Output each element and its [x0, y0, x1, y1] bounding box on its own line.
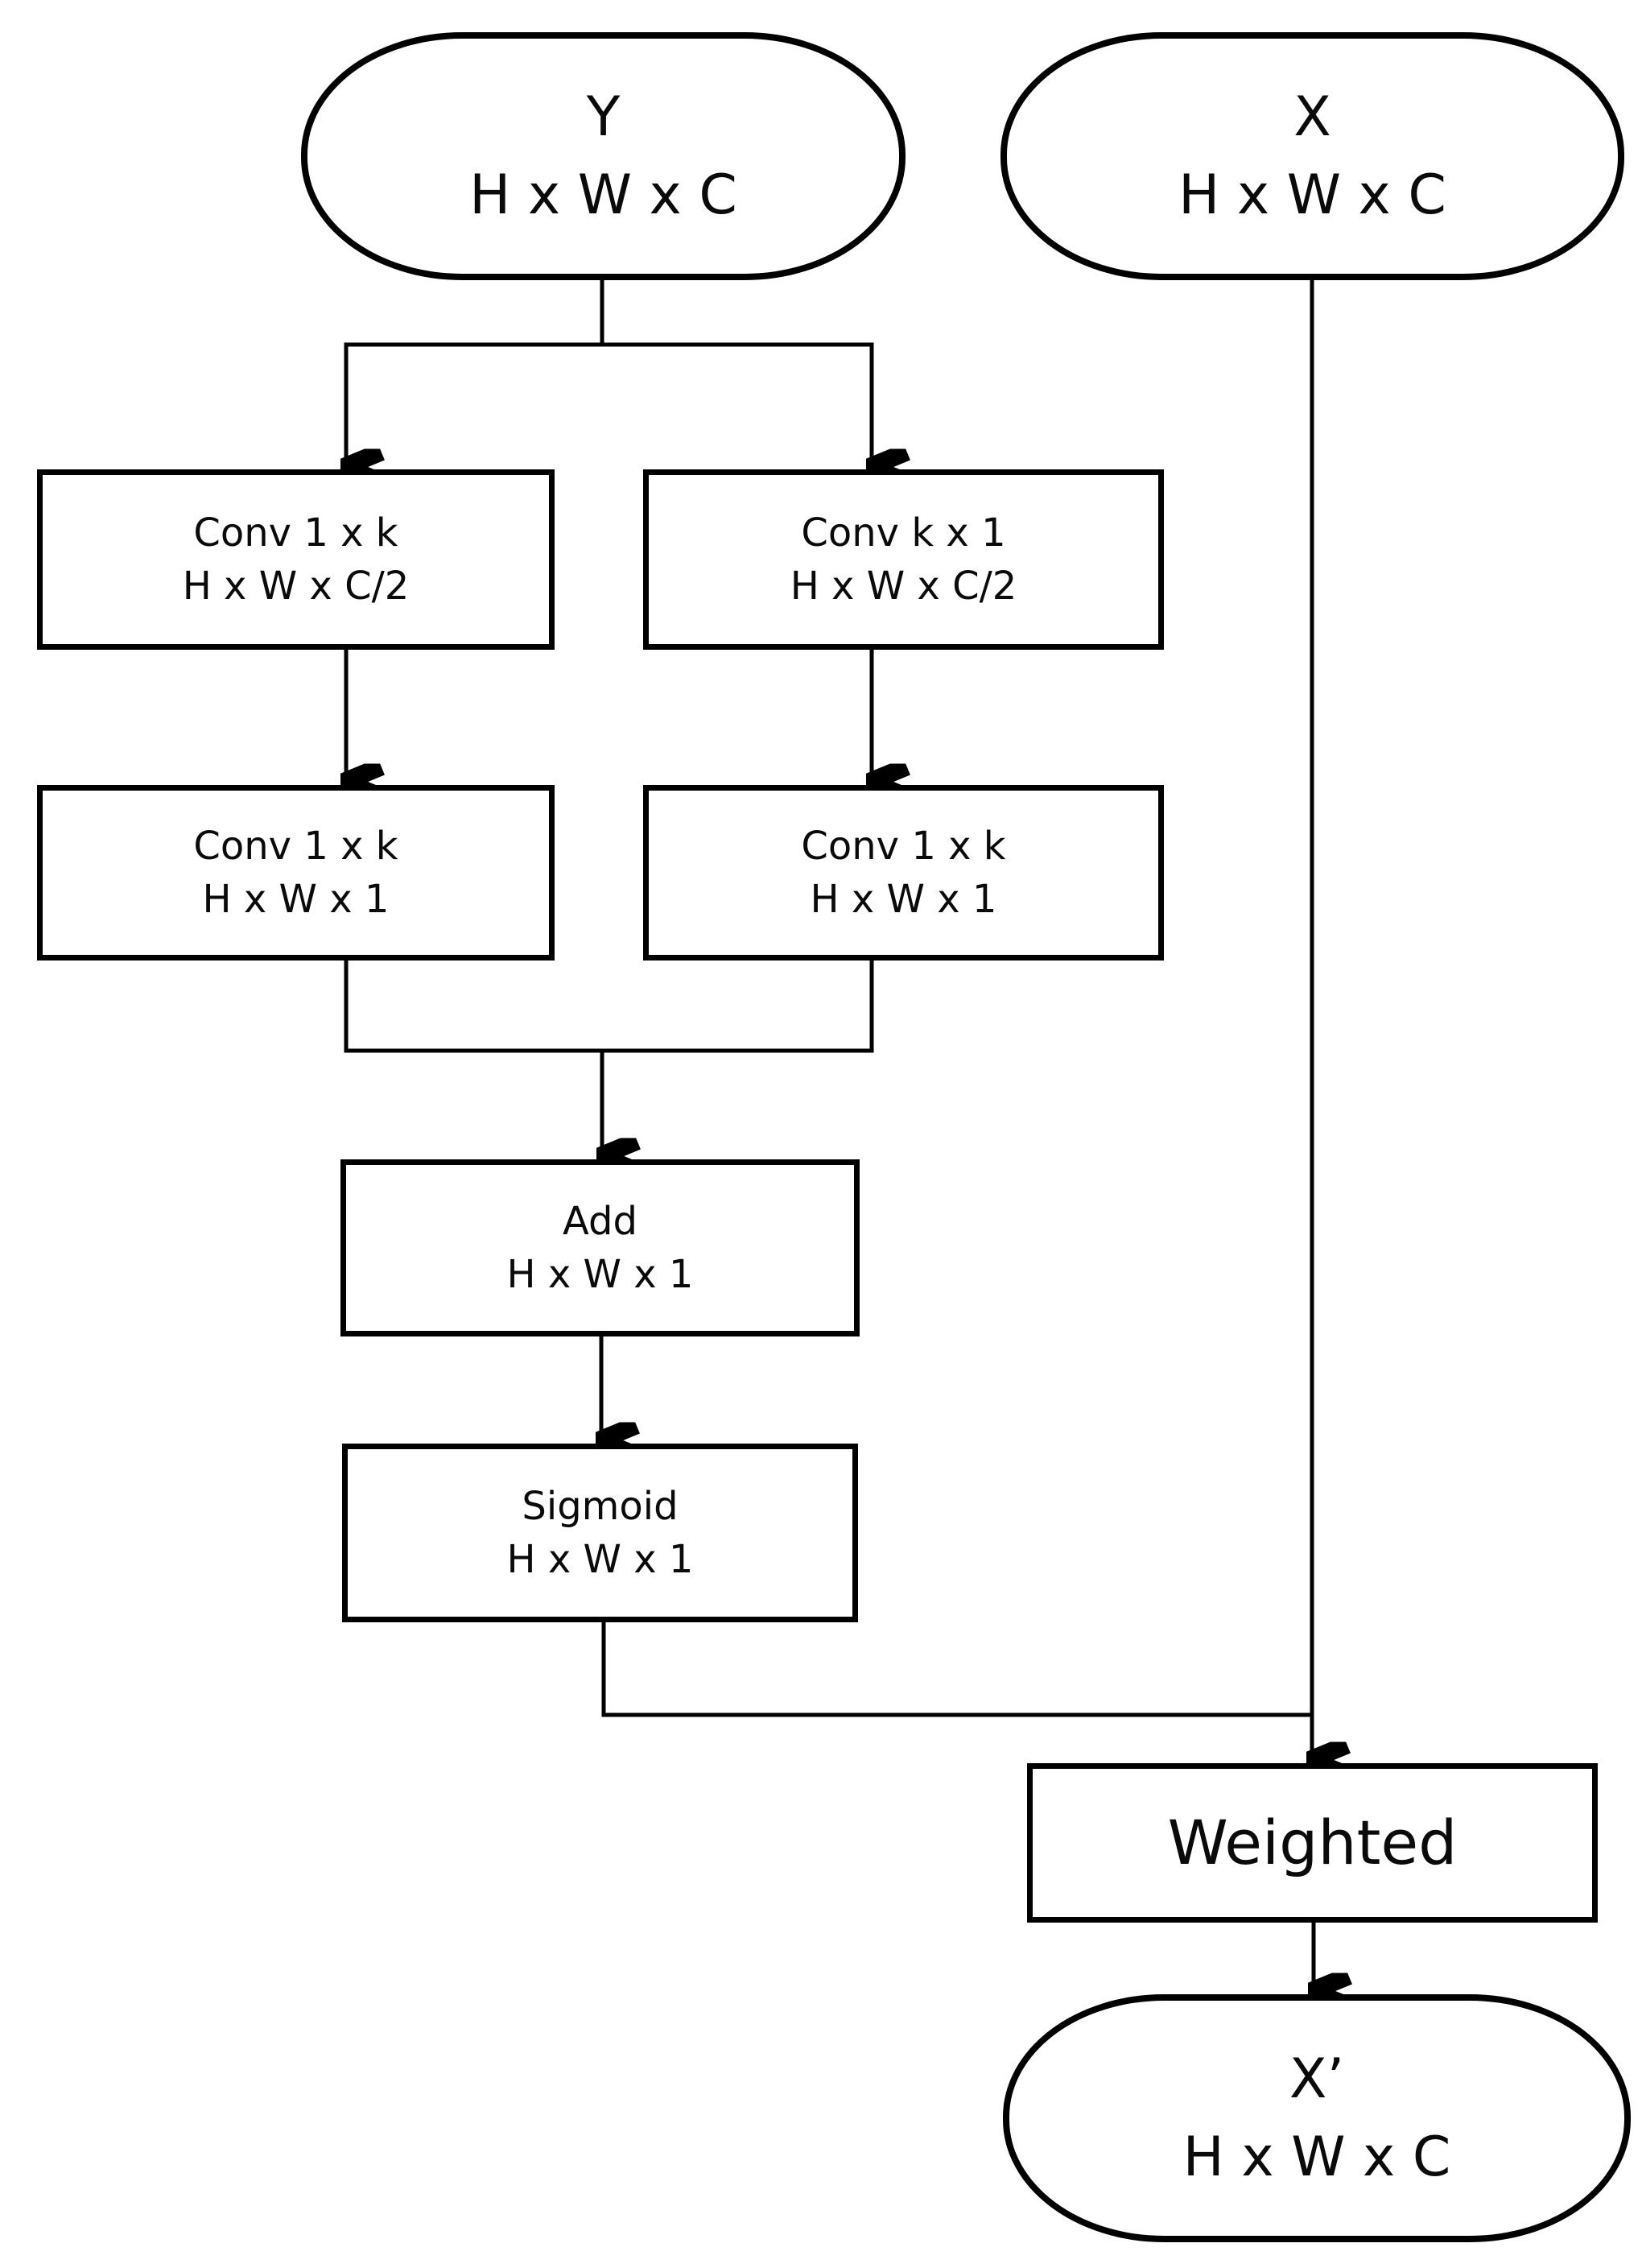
node-conv-1xk-one-left: Conv 1 x k H x W x 1: [37, 785, 555, 960]
node-conv-1xk-half-label: Conv 1 x k: [193, 510, 398, 556]
node-x-output-label: X’: [1289, 2047, 1345, 2111]
node-add: Add H x W x 1: [340, 1159, 860, 1336]
node-add-label: Add: [563, 1199, 637, 1244]
edge-merge-bus: [344, 960, 874, 1053]
node-conv-1xk-one-right: Conv 1 x k H x W x 1: [643, 785, 1164, 960]
node-add-dims: H x W x 1: [506, 1252, 694, 1297]
node-x-input-dims: H x W x C: [1178, 163, 1446, 227]
node-sigmoid-label: Sigmoid: [522, 1484, 679, 1529]
node-conv-1xk-one-right-label: Conv 1 x k: [801, 824, 1006, 869]
node-x-input-label: X: [1293, 85, 1331, 149]
node-conv-1xk-one-left-dims: H x W x 1: [202, 877, 390, 922]
node-conv-1xk-half: Conv 1 x k H x W x C/2: [37, 469, 555, 650]
node-conv-kx1-half-label: Conv k x 1: [801, 510, 1006, 556]
node-conv-1xk-one-left-label: Conv 1 x k: [193, 824, 398, 869]
node-x-input: X H x W x C: [1000, 32, 1624, 280]
node-conv-kx1-half: Conv k x 1 H x W x C/2: [643, 469, 1164, 650]
node-conv-1xk-half-dims: H x W x C/2: [182, 564, 410, 609]
node-conv-1xk-one-right-dims: H x W x 1: [810, 877, 997, 922]
node-sigmoid: Sigmoid H x W x 1: [342, 1444, 858, 1622]
node-x-output-dims: H x W x C: [1182, 2125, 1451, 2189]
node-sigmoid-dims: H x W x 1: [506, 1537, 694, 1582]
edge-sigmoid-to-junction: [601, 1622, 1312, 1717]
node-y-input-dims: H x W x C: [469, 163, 737, 227]
node-x-output: X’ H x W x C: [1003, 1994, 1631, 2242]
node-weighted-label: Weighted: [1167, 1807, 1458, 1878]
node-y-input-label: Y: [586, 85, 621, 149]
edge-y-split: [344, 280, 874, 347]
node-weighted: Weighted: [1027, 1763, 1598, 1923]
node-conv-kx1-half-dims: H x W x C/2: [790, 564, 1017, 609]
node-y-input: Y H x W x C: [301, 32, 906, 280]
